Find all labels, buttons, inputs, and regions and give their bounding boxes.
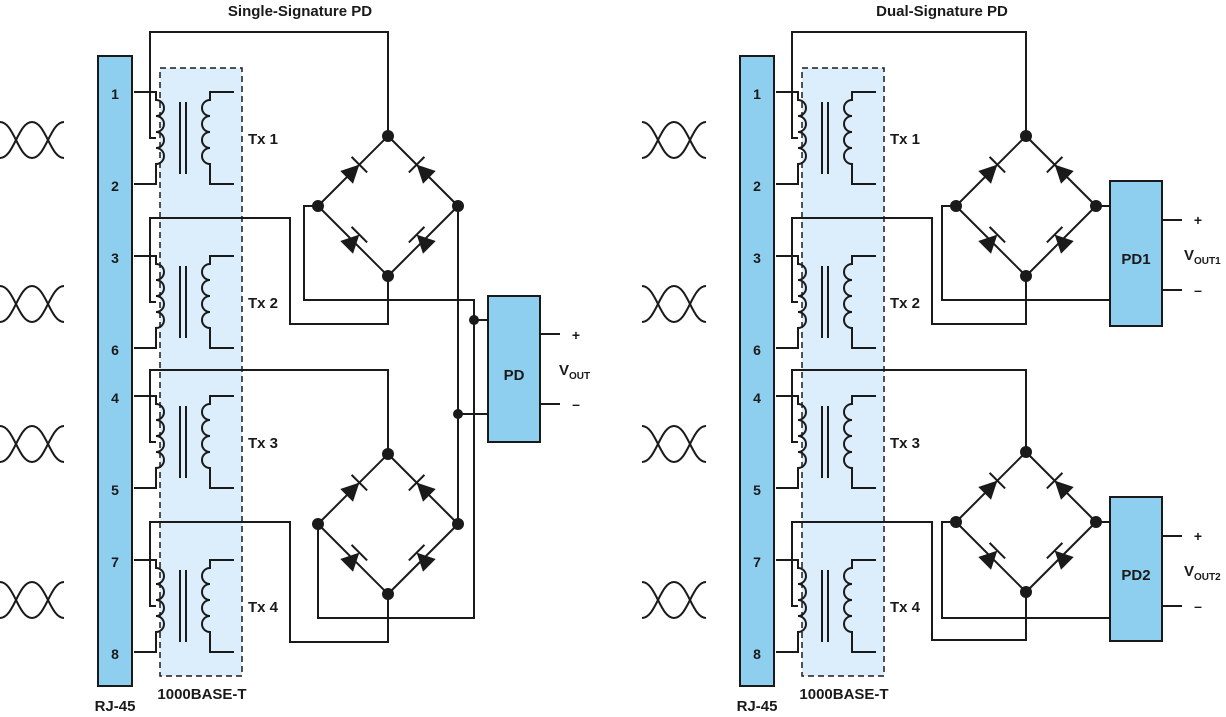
transformer-label: Tx 3	[890, 435, 920, 452]
panel-dual-signature: Dual-Signature PD 1 2 3 6 4 5 7 8 Tx 1 T…	[641, 3, 1221, 715]
pd-box	[487, 295, 541, 443]
pin-label: 2	[753, 178, 761, 194]
wiring	[791, 31, 1182, 641]
magnetics-block	[801, 67, 885, 677]
vout-minus-label: –	[572, 396, 580, 412]
panel-single-signature: Single-Signature PD 1 2 3 6 4 5 7 8 Tx 1	[0, 3, 590, 715]
bridge-rectifier	[950, 446, 1102, 598]
pin-label: 7	[111, 554, 119, 570]
bridge-rectifier	[312, 130, 464, 282]
vout1-label: VOUT1	[1184, 247, 1221, 267]
transformer-label: Tx 1	[248, 131, 278, 148]
magnetics-label: 1000BASE-T	[157, 686, 246, 703]
pin-label: 2	[111, 178, 119, 194]
pin-label: 3	[753, 250, 761, 266]
rj45-connector	[97, 55, 133, 687]
transformer-label: Tx 3	[248, 435, 278, 452]
transformer-label: Tx 4	[248, 599, 279, 616]
vout-label: VOUT	[559, 362, 590, 382]
pin-label: 5	[753, 482, 761, 498]
pd2-box-label: PD2	[1121, 567, 1150, 584]
transformer-label: Tx 2	[248, 295, 278, 312]
rj45-connector	[739, 55, 775, 687]
transformer-label: Tx 4	[890, 599, 921, 616]
vout2-minus-label: –	[1194, 598, 1202, 614]
twisted-pair-icon	[0, 121, 65, 619]
vout2-plus-label: +	[1194, 528, 1202, 544]
pin-label: 6	[111, 342, 119, 358]
pin-label: 7	[753, 554, 761, 570]
magnetics-block	[159, 67, 243, 677]
pin-label: 5	[111, 482, 119, 498]
vout1-minus-label: –	[1194, 282, 1202, 298]
twisted-pair-icon	[641, 121, 707, 619]
pd2-box	[1109, 496, 1163, 642]
vout1-plus-label: +	[1194, 212, 1202, 228]
wiring	[149, 31, 560, 643]
panel-title: Single-Signature PD	[228, 3, 372, 20]
connector-label: RJ-45	[737, 698, 778, 715]
pin-label: 8	[111, 646, 119, 662]
pin-label: 3	[111, 250, 119, 266]
connector-label: RJ-45	[95, 698, 136, 715]
pin-label: 4	[111, 390, 119, 406]
pin-label: 1	[753, 86, 761, 102]
pd1-box-label: PD1	[1121, 251, 1150, 268]
pin-label: 6	[753, 342, 761, 358]
transformer-label: Tx 2	[890, 295, 920, 312]
panel-title: Dual-Signature PD	[876, 3, 1008, 20]
pin-label: 8	[753, 646, 761, 662]
transformer-label: Tx 1	[890, 131, 920, 148]
pin-label: 1	[111, 86, 119, 102]
bridge-rectifier	[312, 448, 464, 600]
pin-label: 4	[753, 390, 761, 406]
magnetics-label: 1000BASE-T	[799, 686, 888, 703]
pd1-box	[1109, 180, 1163, 327]
vout2-label: VOUT2	[1184, 563, 1221, 583]
bridge-rectifier	[950, 130, 1102, 282]
vout-plus-label: +	[572, 327, 580, 343]
pd-box-label: PD	[504, 367, 525, 384]
